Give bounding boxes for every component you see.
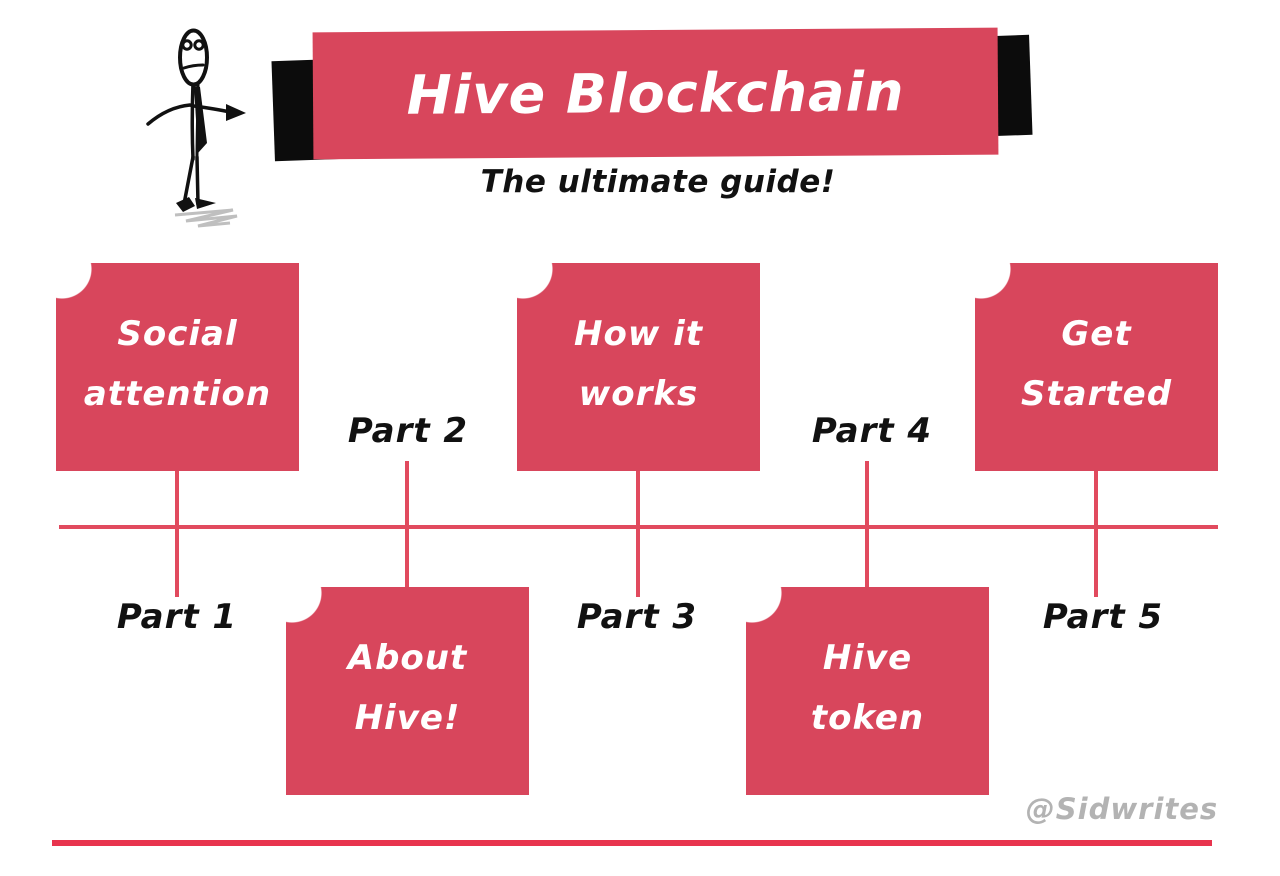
topic-box-label: How it [574, 314, 703, 354]
page-title: Hive Blockchain [406, 60, 905, 127]
timeline-connector-part3 [636, 470, 640, 597]
attribution-handle: @Sidwrites [1025, 792, 1219, 826]
timeline-connector-part5 [1094, 470, 1098, 597]
topic-box-social-attention: Social attention [56, 263, 299, 471]
topic-box-label: token [810, 698, 925, 738]
topic-box-label: Hive! [354, 698, 461, 738]
timeline-connector-part4 [865, 461, 869, 591]
topic-box-label: Get [1061, 314, 1132, 354]
part-label-3: Part 3 [576, 597, 698, 637]
footer-divider [52, 840, 1212, 846]
page-subtitle: The ultimate guide! [480, 164, 836, 200]
timeline-connector-part2 [405, 461, 409, 591]
part-label-4: Part 4 [811, 411, 933, 451]
timeline-connector-part1 [175, 470, 179, 597]
title-banner: Hive Blockchain [312, 27, 999, 160]
topic-box-label: Hive [822, 638, 913, 678]
topic-box-about-hive: About Hive! [286, 587, 529, 795]
topic-box-label: works [578, 374, 699, 414]
part-label-5: Part 5 [1042, 597, 1164, 637]
topic-box-get-started: Get Started [975, 263, 1218, 471]
topic-box-label: Started [1020, 374, 1173, 414]
topic-box-label: Social [117, 314, 238, 354]
part-label-1: Part 1 [116, 597, 238, 637]
stick-figure-icon [146, 28, 246, 228]
part-label-2: Part 2 [347, 411, 469, 451]
topic-box-label: attention [83, 374, 272, 414]
topic-box-how-it-works: How it works [517, 263, 760, 471]
topic-box-hive-token: Hive token [746, 587, 989, 795]
topic-box-label: About [347, 638, 468, 678]
